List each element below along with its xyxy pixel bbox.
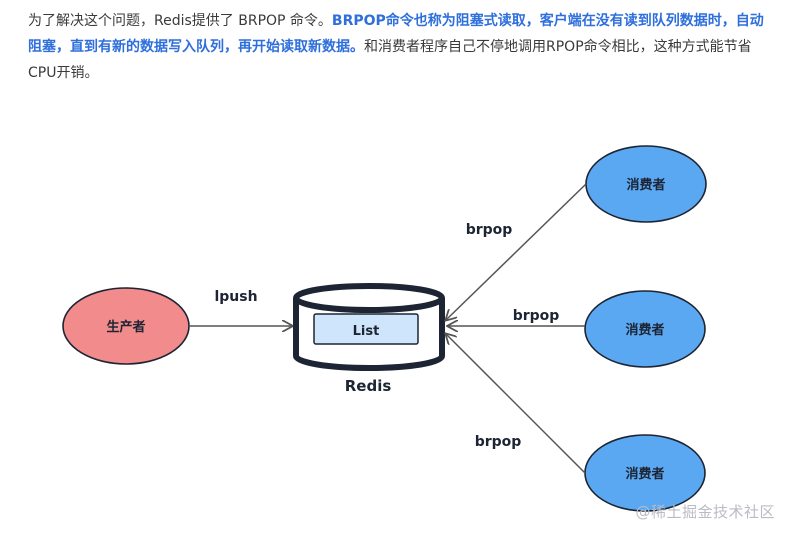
paragraph-text-2: 和消费者程序自己不停地调用RPOP命令相比，这种方式能节省CPU开销。 <box>28 39 752 81</box>
consumer-top-node: 消费者 <box>585 145 707 223</box>
consumer-mid-label: 消费者 <box>625 322 664 338</box>
brpop-arrow-top <box>446 183 587 320</box>
paragraph-highlight: BRPOP命令也称为阻塞式读取，客户端在没有读到队列数据时，自动阻塞，直到有新的… <box>28 13 764 55</box>
brpop-label-bot: brpop <box>475 434 522 450</box>
consumer-bot-label: 消费者 <box>625 466 664 482</box>
brpop-arrow-bot <box>446 334 586 474</box>
producer-node: 生产者 <box>62 287 190 365</box>
consumer-mid-node: 消费者 <box>584 290 706 368</box>
consumer-top-label: 消费者 <box>626 177 665 193</box>
paragraph-text-1: 为了解决这个问题，Redis提供了 BRPOP 命令。 <box>28 13 332 29</box>
watermark: @稀土掘金技术社区 <box>635 503 775 521</box>
brpop-label-mid: brpop <box>513 308 560 324</box>
list-label: List <box>353 324 380 339</box>
redis-cylinder: List <box>293 283 445 371</box>
lpush-label: lpush <box>214 289 257 305</box>
producer-label: 生产者 <box>106 319 145 335</box>
brpop-label-top: brpop <box>466 222 513 238</box>
list-box <box>313 313 419 345</box>
redis-brpop-diagram: 生产者 lpush List Redis 消费者 消费者 消费者 brpop b… <box>62 145 707 512</box>
intro-paragraph: 为了解决这个问题，Redis提供了 BRPOP 命令。BRPOP命令也称为阻塞式… <box>28 8 773 86</box>
consumer-bot-node: 消费者 <box>584 434 706 512</box>
redis-label: Redis <box>345 377 392 395</box>
